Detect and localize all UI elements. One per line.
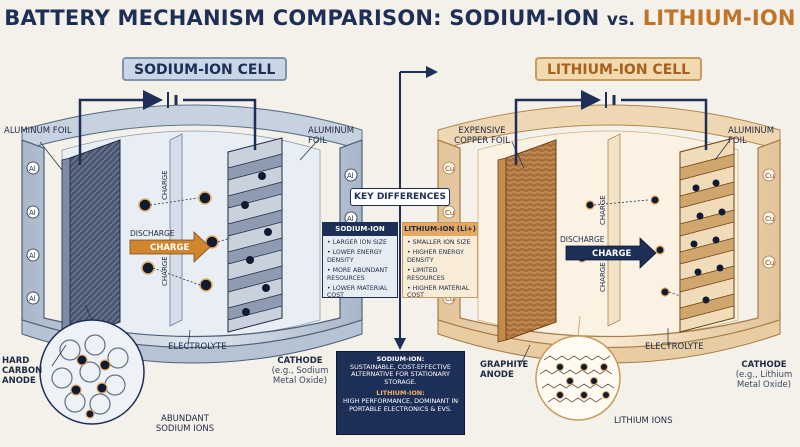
center-flow-arrow bbox=[394, 66, 438, 350]
lithium-differences-box: LITHIUM-ION (Li+) SMALLER ION SIZE HIGHE… bbox=[402, 222, 478, 300]
svg-text:Al: Al bbox=[29, 165, 36, 173]
sodium-discharge-label: DISCHARGE bbox=[130, 229, 175, 238]
lithium-discharge-label: DISCHARGE bbox=[560, 235, 605, 244]
copper-foil-label: EXPENSIVE COPPER FOIL bbox=[454, 126, 510, 146]
sodium-differences-list: LARGER ION SIZE LOWER ENERGY DENSITY MOR… bbox=[323, 236, 397, 300]
svg-text:Cu: Cu bbox=[445, 165, 454, 173]
title-vs: vs. bbox=[606, 10, 636, 30]
aluminum-symbols-left: Al Al Al Al bbox=[26, 161, 40, 305]
leader-lines bbox=[39, 139, 731, 367]
lithium-electrolyte-label: ELECTROLYTE bbox=[645, 342, 704, 352]
svg-text:Al: Al bbox=[29, 209, 36, 217]
lithium-cell-label: LITHIUM-ION CELL bbox=[535, 57, 703, 81]
lithium-charge-arrow bbox=[565, 237, 657, 269]
title-lithium: LITHIUM-ION bbox=[642, 6, 796, 30]
summary-sodium-text: SUSTAINABLE, COST-EFFECTIVE ALTERNATIVE … bbox=[350, 362, 451, 386]
svg-text:Al: Al bbox=[29, 252, 36, 260]
separator bbox=[169, 133, 183, 327]
list-item: LOWER ENERGY DENSITY bbox=[327, 249, 394, 264]
lithium-ion-zoom bbox=[535, 315, 621, 421]
svg-text:Cu: Cu bbox=[445, 209, 454, 217]
graphite-anode bbox=[505, 139, 557, 341]
list-item: LOWER MATERIAL COST bbox=[327, 285, 394, 300]
summary-lithium-text: HIGH PERFORMANCE, DOMINANT IN PORTABLE E… bbox=[342, 396, 459, 413]
sodium-differences-header: SODIUM-ION (Na+) bbox=[323, 223, 397, 246]
lithium-cell: Cu Cu Cu Cu Cu Cu Cu bbox=[437, 90, 781, 421]
lithium-cathode-title: CATHODE bbox=[741, 360, 787, 370]
sodium-aluminum-foil-left-label: ALUMINUM FOIL bbox=[4, 126, 72, 136]
svg-text:Al: Al bbox=[29, 295, 36, 303]
lithium-cathode-label: CATHODE (e.g., Lithium Metal Oxide) bbox=[732, 360, 796, 390]
sodium-charge-arrow-label: CHARGE bbox=[150, 243, 190, 253]
summary-box: SODIUM-ION: SUSTAINABLE, COST-EFFECTIVE … bbox=[336, 351, 465, 435]
svg-text:Al: Al bbox=[347, 172, 354, 180]
lithium-differences-list: SMALLER ION SIZE HIGHER ENERGY DENSITY L… bbox=[403, 236, 477, 300]
list-item: HIGHER ENERGY DENSITY bbox=[407, 249, 474, 264]
svg-text:Cu: Cu bbox=[765, 215, 774, 223]
svg-text:Cu: Cu bbox=[765, 259, 774, 267]
list-item: SMALLER ION SIZE bbox=[407, 239, 474, 247]
list-item: MORE ABUNDANT RESOURCES bbox=[327, 267, 394, 282]
list-item: LIMITED RESOURCES bbox=[407, 267, 474, 282]
sodium-cell: Al Al Al Al Al Al Al bbox=[21, 90, 363, 425]
lithium-cathode bbox=[679, 137, 735, 333]
sodium-ions bbox=[138, 191, 219, 292]
sodium-aluminum-foil-right-label: ALUMINUM FOIL bbox=[308, 126, 355, 146]
svg-text:Al: Al bbox=[347, 215, 354, 223]
sodium-cathode-sub: (e.g., Sodium Metal Oxide) bbox=[271, 366, 329, 386]
lithium-aluminum-symbols: Cu Cu Cu bbox=[762, 168, 776, 269]
hard-carbon-anode bbox=[69, 139, 121, 341]
sodium-separator-charge-label: CHARGE bbox=[161, 170, 169, 200]
page-title: BATTERY MECHANISM COMPARISON: SODIUM-ION… bbox=[0, 6, 800, 30]
lithium-separator-charge-label-2: CHARGE bbox=[599, 262, 607, 292]
svg-text:Cu: Cu bbox=[765, 172, 774, 180]
list-item: HIGHER MATERIAL COST bbox=[407, 285, 474, 300]
hard-carbon-anode-label: HARD CARBON ANODE bbox=[2, 356, 43, 386]
sodium-ion-zoom bbox=[39, 304, 145, 425]
lithium-aluminum-foil-label: ALUMINUM FOIL bbox=[728, 126, 775, 146]
sodium-ions-label: ABUNDANT SODIUM IONS bbox=[155, 414, 215, 434]
sodium-cell-label: SODIUM-ION CELL bbox=[122, 57, 288, 81]
sodium-cathode bbox=[227, 137, 283, 333]
lithium-differences-header: LITHIUM-ION (Li+) bbox=[403, 223, 477, 236]
sodium-electrolyte-label: ELECTROLYTE bbox=[168, 342, 227, 352]
lithium-separator-charge-label: CHARGE bbox=[599, 195, 607, 225]
summary-sodium-header: SODIUM-ION: bbox=[376, 355, 425, 363]
lithium-external-wire bbox=[514, 98, 708, 165]
lithium-ions-label: LITHIUM IONS bbox=[614, 416, 673, 426]
sodium-cathode-label: CATHODE (e.g., Sodium Metal Oxide) bbox=[268, 356, 332, 386]
sodium-separator-charge-label-2: CHARGE bbox=[161, 256, 169, 286]
sodium-external-wire bbox=[78, 98, 257, 165]
graphite-anode-label: GRAPHITE ANODE bbox=[480, 360, 529, 380]
sodium-charge-arrow bbox=[129, 231, 211, 263]
list-item: LARGER ION SIZE bbox=[327, 239, 394, 247]
key-differences-title: KEY DIFFERENCES bbox=[350, 188, 450, 206]
lithium-charge-arrow-label: CHARGE bbox=[592, 249, 632, 259]
sodium-differences-box: SODIUM-ION (Na+) LARGER ION SIZE LOWER E… bbox=[322, 222, 398, 300]
sodium-cathode-title: CATHODE bbox=[277, 356, 323, 366]
summary-lithium-header: LITHIUM-ION: bbox=[376, 389, 425, 398]
lithium-separator bbox=[607, 133, 621, 327]
title-main: BATTERY MECHANISM COMPARISON: SODIUM-ION bbox=[4, 6, 600, 30]
lithium-cathode-sub: (e.g., Lithium Metal Oxide) bbox=[735, 370, 793, 390]
